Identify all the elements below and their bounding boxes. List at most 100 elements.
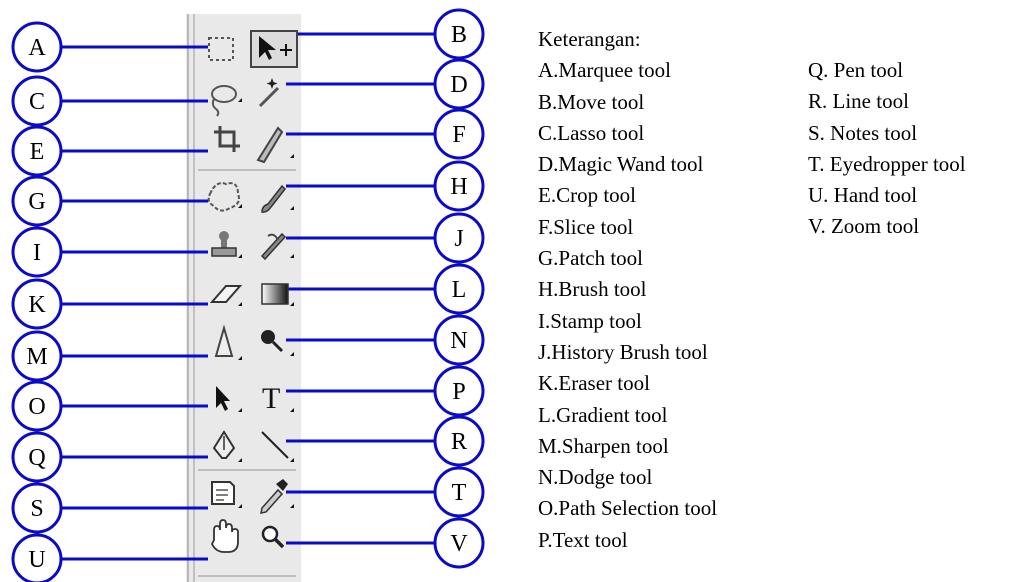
callout-letter: A [28, 35, 46, 61]
callout-letter: D [450, 72, 467, 98]
move-icon[interactable] [250, 30, 298, 68]
callout-circle [433, 517, 485, 569]
eraser-icon[interactable] [209, 285, 243, 306]
legend-item: A.Marquee tool [538, 58, 671, 83]
callout-f: F [433, 108, 485, 160]
callout-t: T [433, 466, 485, 518]
hand-icon[interactable] [210, 519, 239, 553]
callout-circle [433, 365, 485, 417]
callout-circle [433, 58, 485, 110]
text-tool-icon[interactable]: T [262, 382, 294, 415]
callout-circle [11, 278, 63, 330]
legend-item: F.Slice tool [538, 214, 634, 239]
eyedropper-icon[interactable] [260, 479, 294, 514]
legend-item: U. Hand tool [808, 183, 918, 208]
sharpen-icon[interactable] [214, 324, 242, 360]
callout-letter: B [451, 22, 467, 48]
legend-item: P.Text tool [538, 527, 628, 552]
callout-letter: H [450, 174, 467, 200]
legend-item: N.Dodge tool [538, 465, 653, 490]
callout-c: C [11, 75, 63, 127]
callout-v: V [433, 517, 485, 569]
lasso-icon[interactable] [211, 85, 242, 117]
patch-icon[interactable] [207, 182, 242, 212]
callout-letter: R [451, 429, 467, 455]
slice-icon[interactable] [256, 126, 294, 164]
callout-circle [11, 175, 63, 227]
legend-item: C.Lasso tool [538, 120, 645, 145]
legend-item: T. Eyedropper tool [808, 151, 966, 176]
magic-wand-icon[interactable] [258, 78, 280, 108]
callout-circle [433, 314, 485, 366]
callout-circle [433, 263, 485, 315]
path-selection-icon[interactable] [216, 386, 242, 412]
notes-icon[interactable] [211, 481, 242, 508]
legend-item: H.Brush tool [538, 277, 647, 302]
history-brush-icon[interactable] [260, 232, 294, 261]
callout-letter: L [452, 277, 467, 303]
callout-circle [11, 482, 63, 534]
callout-circle [11, 75, 63, 127]
callout-q: Q [11, 431, 63, 483]
callout-k: K [11, 278, 63, 330]
callout-u: U [11, 533, 63, 582]
callout-letter: T [452, 480, 467, 506]
callout-circle [433, 212, 485, 264]
pen-icon[interactable] [212, 430, 242, 462]
callout-letter: M [26, 344, 47, 370]
legend-item: V. Zoom tool [808, 214, 920, 239]
callout-i: I [11, 226, 63, 278]
legend-item: M.Sharpen tool [538, 433, 669, 458]
legend-item: O.Path Selection tool [538, 496, 718, 521]
callout-letter: F [452, 122, 465, 148]
callout-letter: C [29, 89, 45, 115]
callout-p: P [433, 365, 485, 417]
callout-d: D [433, 58, 485, 110]
legend-item: Q. Pen tool [808, 58, 904, 82]
legend: Keterangan: A.Marquee tool B.Move tool C… [538, 24, 717, 556]
callout-a: A [11, 21, 63, 73]
line-tool-icon[interactable] [261, 431, 294, 462]
stamp-icon[interactable] [211, 231, 242, 258]
callout-letter: O [28, 394, 45, 420]
callout-letter: P [452, 379, 465, 405]
dodge-icon[interactable] [261, 330, 294, 356]
legend-item: E.Crop tool [538, 183, 636, 208]
callout-circle [11, 330, 63, 382]
callout-circle [433, 8, 485, 60]
callout-letter: V [450, 531, 468, 557]
callout-letter: U [28, 547, 45, 573]
callout-circle [433, 160, 485, 212]
callout-circle [433, 466, 485, 518]
callout-h: H [433, 160, 485, 212]
callout-letter: Q [28, 445, 45, 471]
brush-icon[interactable] [261, 184, 294, 213]
legend-item: L.Gradient tool [538, 402, 668, 427]
callout-letter: I [33, 240, 41, 266]
zoom-icon[interactable] [261, 525, 285, 549]
callout-s: S [11, 482, 63, 534]
callout-n: N [433, 314, 485, 366]
text-tool-glyph: T [262, 382, 280, 415]
legend-heading: Keterangan: [538, 27, 641, 51]
callout-b: B [433, 8, 485, 60]
callout-circle [433, 108, 485, 160]
callout-g: G [11, 175, 63, 227]
marquee-icon[interactable] [208, 37, 234, 61]
callout-r: R [433, 415, 485, 467]
callout-circle [433, 415, 485, 467]
callout-circle [11, 431, 63, 483]
callout-lines [61, 32, 435, 561]
callout-letter: S [30, 496, 43, 522]
callout-e: E [11, 125, 63, 177]
crop-icon[interactable] [214, 126, 240, 152]
gradient-icon[interactable] [261, 283, 294, 306]
callout-letter: K [28, 292, 46, 318]
legend-item: S. Notes tool [808, 120, 918, 145]
legend-item: K.Eraser tool [538, 371, 650, 396]
callout-o: O [11, 380, 63, 432]
callout-circle [11, 533, 63, 582]
legend-item: R. Line tool [808, 89, 909, 114]
callout-circle [11, 125, 63, 177]
